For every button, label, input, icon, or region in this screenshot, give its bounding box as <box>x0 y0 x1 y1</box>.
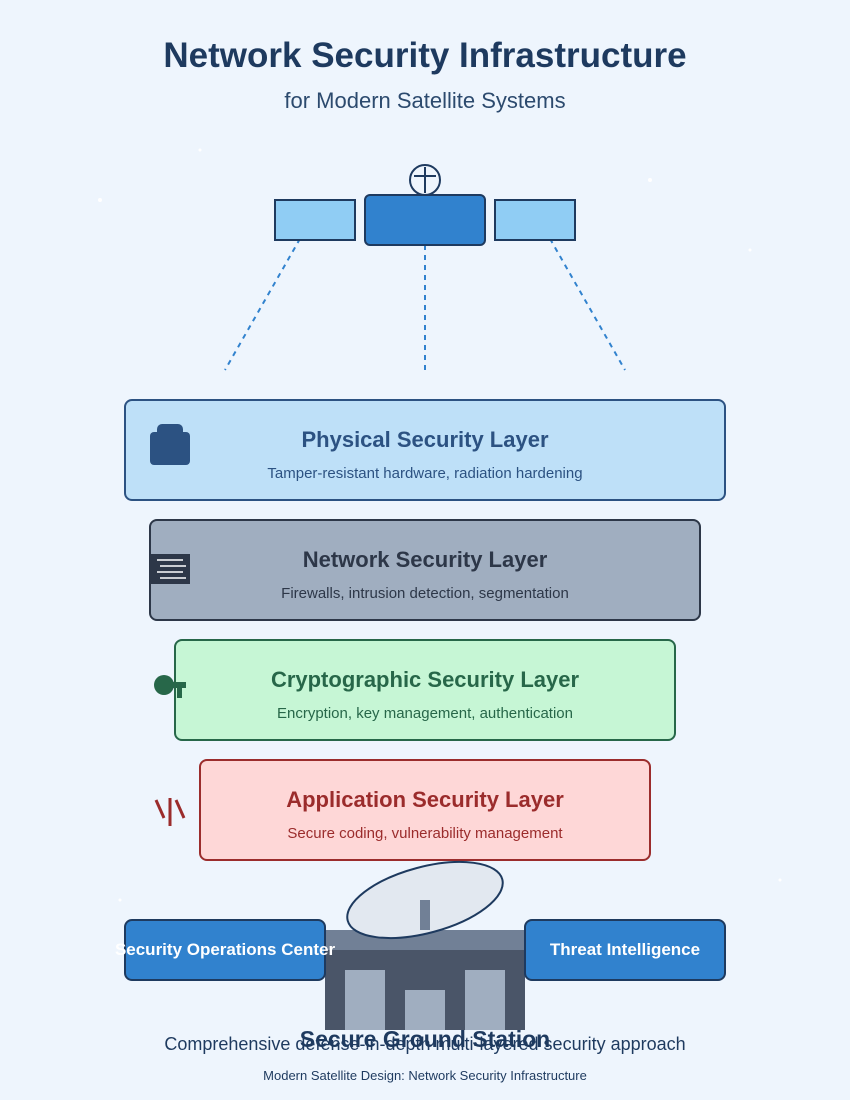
dish-antenna-icon <box>346 860 504 940</box>
firewall-icon <box>150 554 190 584</box>
network-security-layer: Network Security Layer Firewalls, intrus… <box>149 519 701 621</box>
cryptographic-security-layer: Cryptographic Security Layer Encryption,… <box>174 639 676 741</box>
signal-beams <box>224 229 626 371</box>
star-decorations <box>98 148 782 902</box>
layer-description: Secure coding, vulnerability management <box>287 825 563 842</box>
footer-text: Modern Satellite Design: Network Securit… <box>263 1068 587 1083</box>
layer-title: Cryptographic Security Layer <box>270 667 580 692</box>
satellite-icon <box>274 164 576 246</box>
lock-icon <box>150 424 190 465</box>
layer-description: Firewalls, intrusion detection, segmenta… <box>281 585 569 602</box>
threat-intelligence-box: Threat Intelligence <box>524 919 726 981</box>
soc-label: Security Operations Center <box>114 940 336 959</box>
threat-label: Threat Intelligence <box>549 940 701 959</box>
page-title: Network Security Infrastructure <box>163 36 687 75</box>
layer-title: Network Security Layer <box>302 547 548 572</box>
physical-security-layer: Physical Security Layer Tamper-resistant… <box>124 399 726 501</box>
code-icon <box>154 798 186 826</box>
key-icon <box>154 675 186 698</box>
layer-description: Tamper-resistant hardware, radiation har… <box>267 465 583 482</box>
application-security-layer: Application Security Layer Secure coding… <box>199 759 651 861</box>
layer-title: Physical Security Layer <box>301 427 549 452</box>
ground-station-label: Secure Ground Station <box>299 1026 551 1052</box>
security-operations-center-box: Security Operations Center <box>115 919 335 981</box>
diagram-caption: Comprehensive defense-in-depth multi-lay… <box>164 1034 686 1054</box>
building-icon <box>325 930 525 1030</box>
layer-description: Encryption, key management, authenticati… <box>276 705 573 722</box>
page-subtitle: for Modern Satellite Systems <box>284 88 566 113</box>
layer-title: Application Security Layer <box>286 787 564 812</box>
